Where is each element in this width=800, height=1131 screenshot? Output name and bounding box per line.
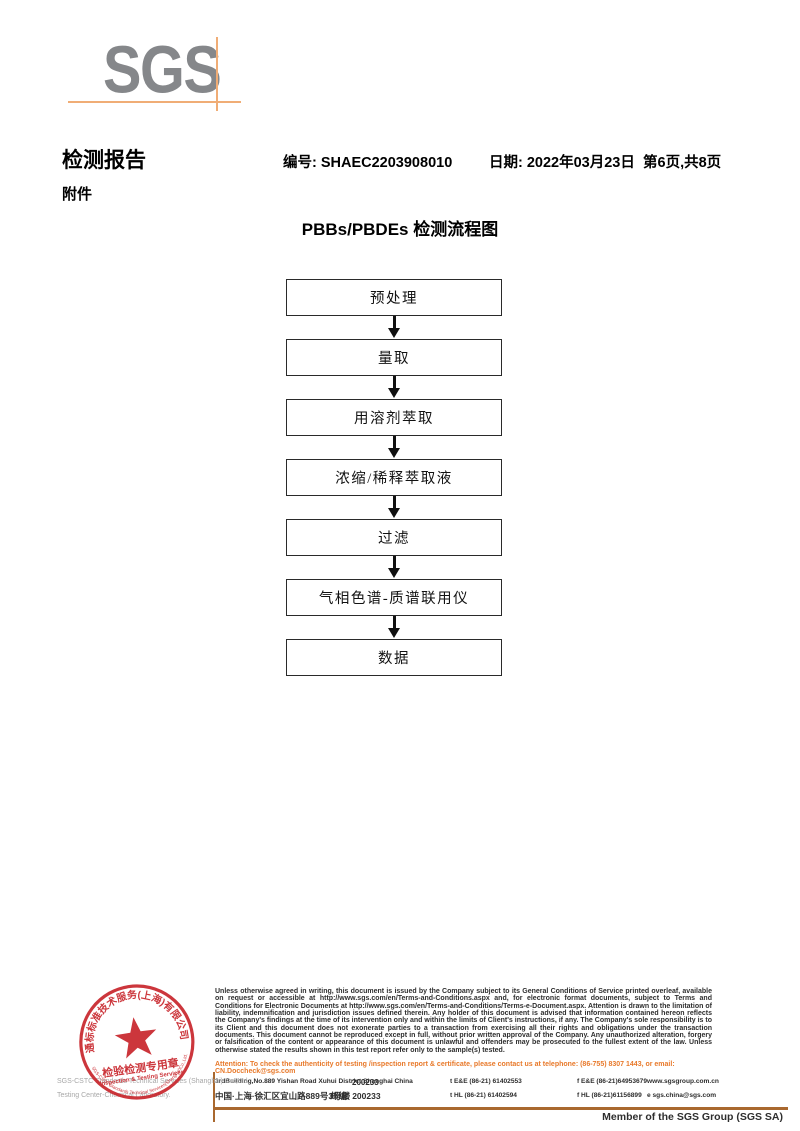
flow-step-pretreatment: 预处理 <box>286 279 502 316</box>
arrow-down-icon <box>286 436 502 459</box>
legal-disclaimer: Unless otherwise agreed in writing, this… <box>215 988 712 1054</box>
attention-notice: Attention: To check the authenticity of … <box>215 1061 675 1076</box>
arrow-down-icon <box>286 376 502 399</box>
website: www.sgsgroup.com.cn <box>647 1078 719 1085</box>
arrow-down-icon <box>286 496 502 519</box>
arrow-down-icon <box>286 316 502 339</box>
flow-step-measure: 量取 <box>286 339 502 376</box>
sgs-logo: SGS <box>103 31 222 107</box>
email: e sgs.china@sgs.com <box>647 1092 717 1099</box>
logo-underline <box>68 101 241 103</box>
footer-vertical-rule <box>213 1072 215 1122</box>
tel-ee: t E&E (86-21) 61402553 <box>450 1078 522 1085</box>
logo-crosshair-line <box>216 37 218 111</box>
postcode-en: 200233 <box>352 1078 379 1087</box>
stamp-circle <box>79 984 195 1100</box>
flow-step-solvent-extraction: 用溶剂萃取 <box>286 399 502 436</box>
report-title: 检测报告 <box>62 149 146 172</box>
address-en: 3rdBuilding,No.889 Yishan Road Xuhui Dis… <box>215 1078 413 1085</box>
address-cn: 中国·上海·徐汇区宜山路889号3号楼 <box>215 1091 351 1101</box>
flowchart: 预处理 量取 用溶剂萃取 浓缩/稀释萃取液 过滤 气相色谱-质谱联用仪 数据 <box>286 279 502 676</box>
company-name: SGS-CSTC Standards Technical Services (S… <box>57 1078 250 1085</box>
flow-step-concentrate-dilute: 浓缩/稀释萃取液 <box>286 459 502 496</box>
tel-hl: t HL (86-21) 61402594 <box>450 1092 517 1099</box>
flowchart-title: PBBs/PBDEs 检测流程图 <box>301 220 499 239</box>
inspection-stamp: 通标标准技术服务(上海)有限公司 检验检测专用章 Inspection & Te… <box>76 981 195 1101</box>
attachment-label: 附件 <box>62 186 93 203</box>
sgs-member-note: Member of the SGS Group (SGS SA) <box>602 1111 783 1123</box>
flow-step-gcms: 气相色谱-质谱联用仪 <box>286 579 502 616</box>
arrow-down-icon <box>286 556 502 579</box>
company-name-lines: SGS-CSTC Standards Technical Services (S… <box>57 1075 249 1103</box>
page-indicator: 第6页,共8页 <box>643 155 722 171</box>
fax-hl: f HL (86-21)61156899 <box>577 1092 642 1099</box>
company-lab: Testing Center-Chemical Laboratory. <box>57 1092 171 1099</box>
footer-horizontal-rule <box>215 1107 788 1110</box>
report-date: 日期: 2022年03月23日 <box>489 155 635 171</box>
fax-ee: f E&E (86-21)64953679 <box>577 1078 648 1085</box>
flow-step-filter: 过滤 <box>286 519 502 556</box>
postcode-cn: 邮编: 200233 <box>330 1091 381 1101</box>
report-number: 编号: SHAEC2203908010 <box>283 155 453 171</box>
flow-step-data: 数据 <box>286 639 502 676</box>
star-icon <box>114 1017 157 1059</box>
arrow-down-icon <box>286 616 502 639</box>
